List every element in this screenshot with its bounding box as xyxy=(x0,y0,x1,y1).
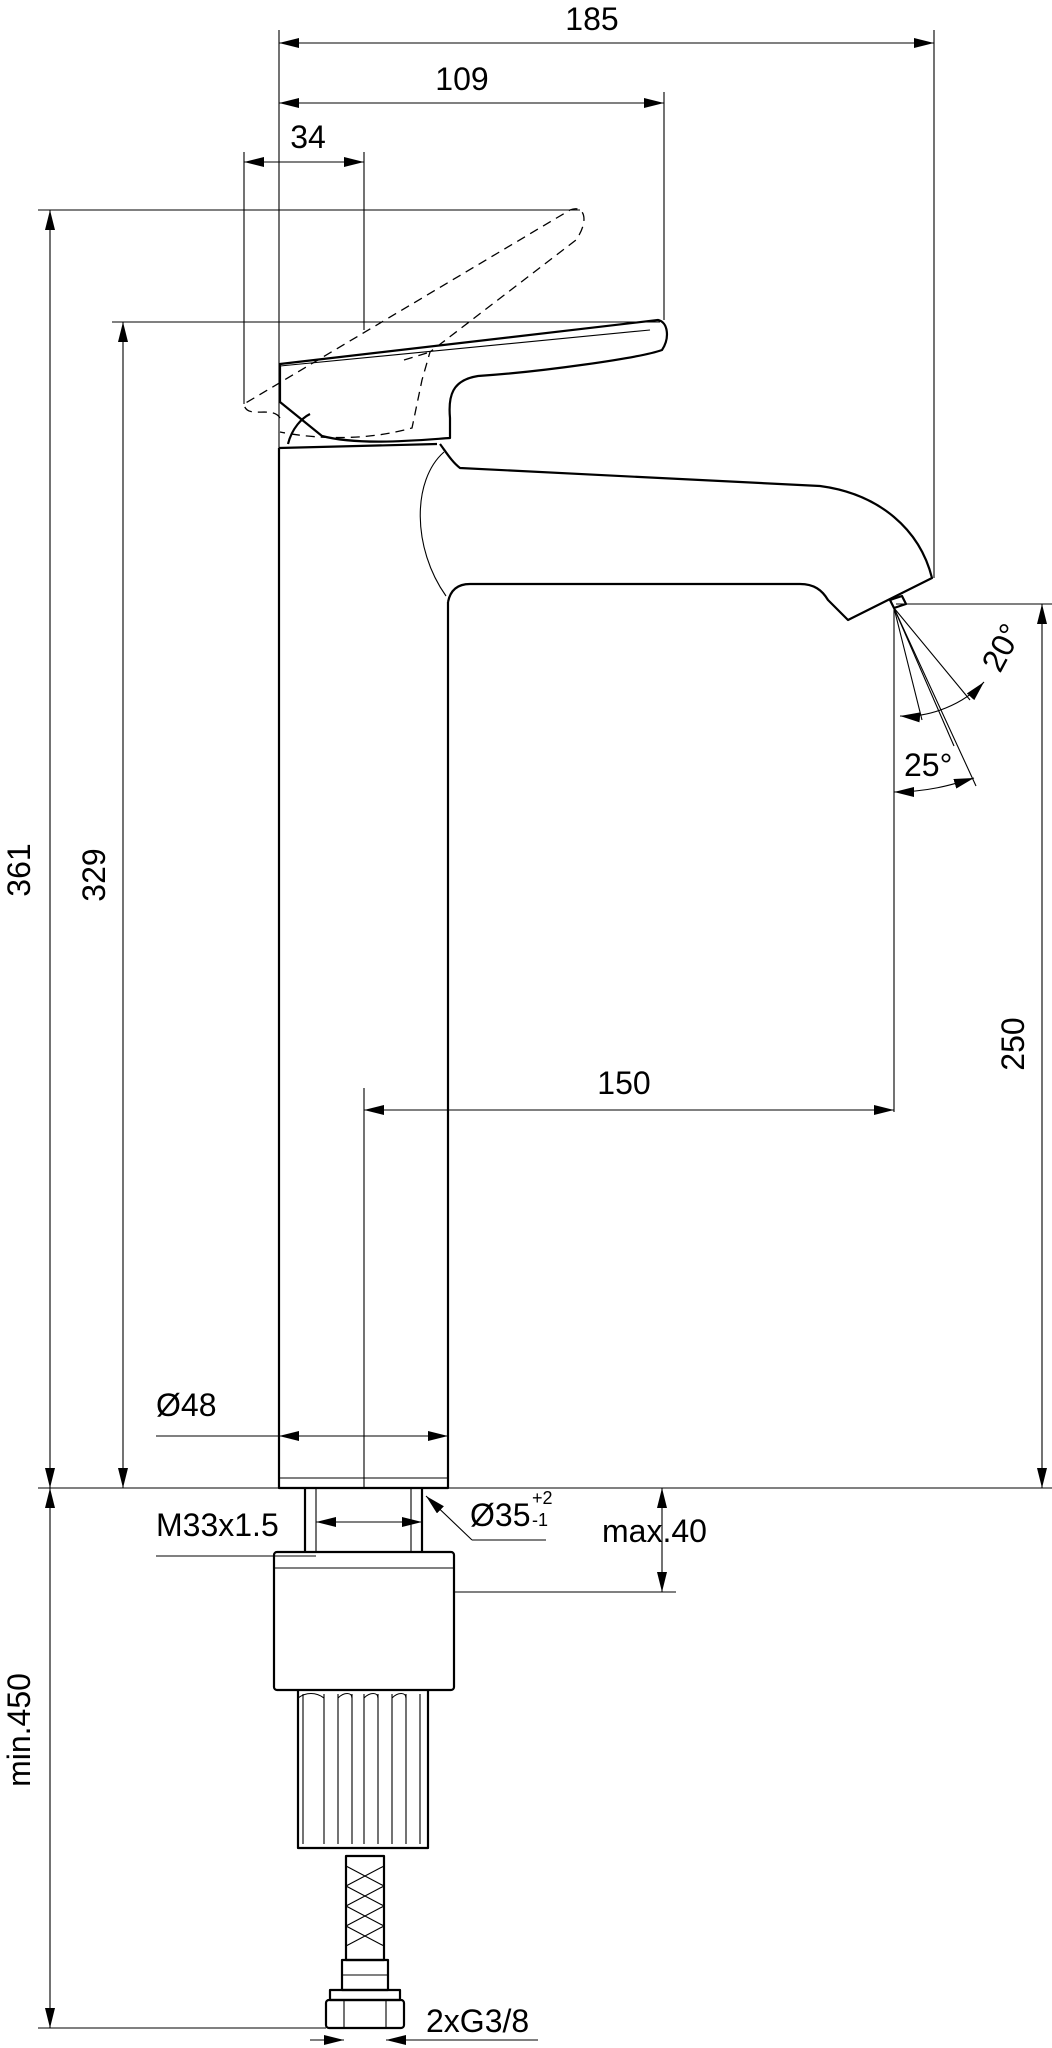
mounting-nut xyxy=(272,1550,456,1692)
connection-fitting xyxy=(324,1988,406,2030)
dim-thread: M33x1.5 xyxy=(156,1507,279,1543)
faucet-handle xyxy=(278,318,668,443)
extension-lines xyxy=(38,30,1052,2029)
dim-hole-diameter: Ø35 xyxy=(470,1497,530,1533)
dim-flow-angle-2: 25° xyxy=(904,747,952,783)
dim-min-hose-length: min.450 xyxy=(1,1673,37,1787)
dim-flow-angle-1: 20° xyxy=(974,618,1029,678)
fixing-sleeve xyxy=(296,1690,430,1850)
flow-angle-lines xyxy=(893,607,985,797)
handle-alternate-position xyxy=(243,208,585,439)
dim-handle-reach: 109 xyxy=(435,61,488,97)
dim-connection: 2xG3/8 xyxy=(426,2003,529,2039)
dim-hole-tol-minus: -1 xyxy=(532,1510,548,1530)
dim-body-diameter: Ø48 xyxy=(156,1387,216,1423)
dim-hole-tol-plus: +2 xyxy=(532,1488,553,1508)
dim-max-deck-thickness: max.40 xyxy=(602,1513,707,1549)
mounting-shank xyxy=(303,1488,424,1552)
dim-spout-height: 250 xyxy=(995,1017,1031,1070)
dim-body-height: 329 xyxy=(76,848,112,901)
dimension-lines xyxy=(45,38,1047,2045)
dim-overall-reach: 185 xyxy=(565,1,618,37)
flexible-hose xyxy=(340,1854,390,1992)
dim-total-height: 361 xyxy=(1,843,37,896)
faucet-spout xyxy=(419,443,934,622)
dim-handle-offset: 34 xyxy=(290,119,326,155)
dim-spout-projection: 150 xyxy=(597,1065,650,1101)
